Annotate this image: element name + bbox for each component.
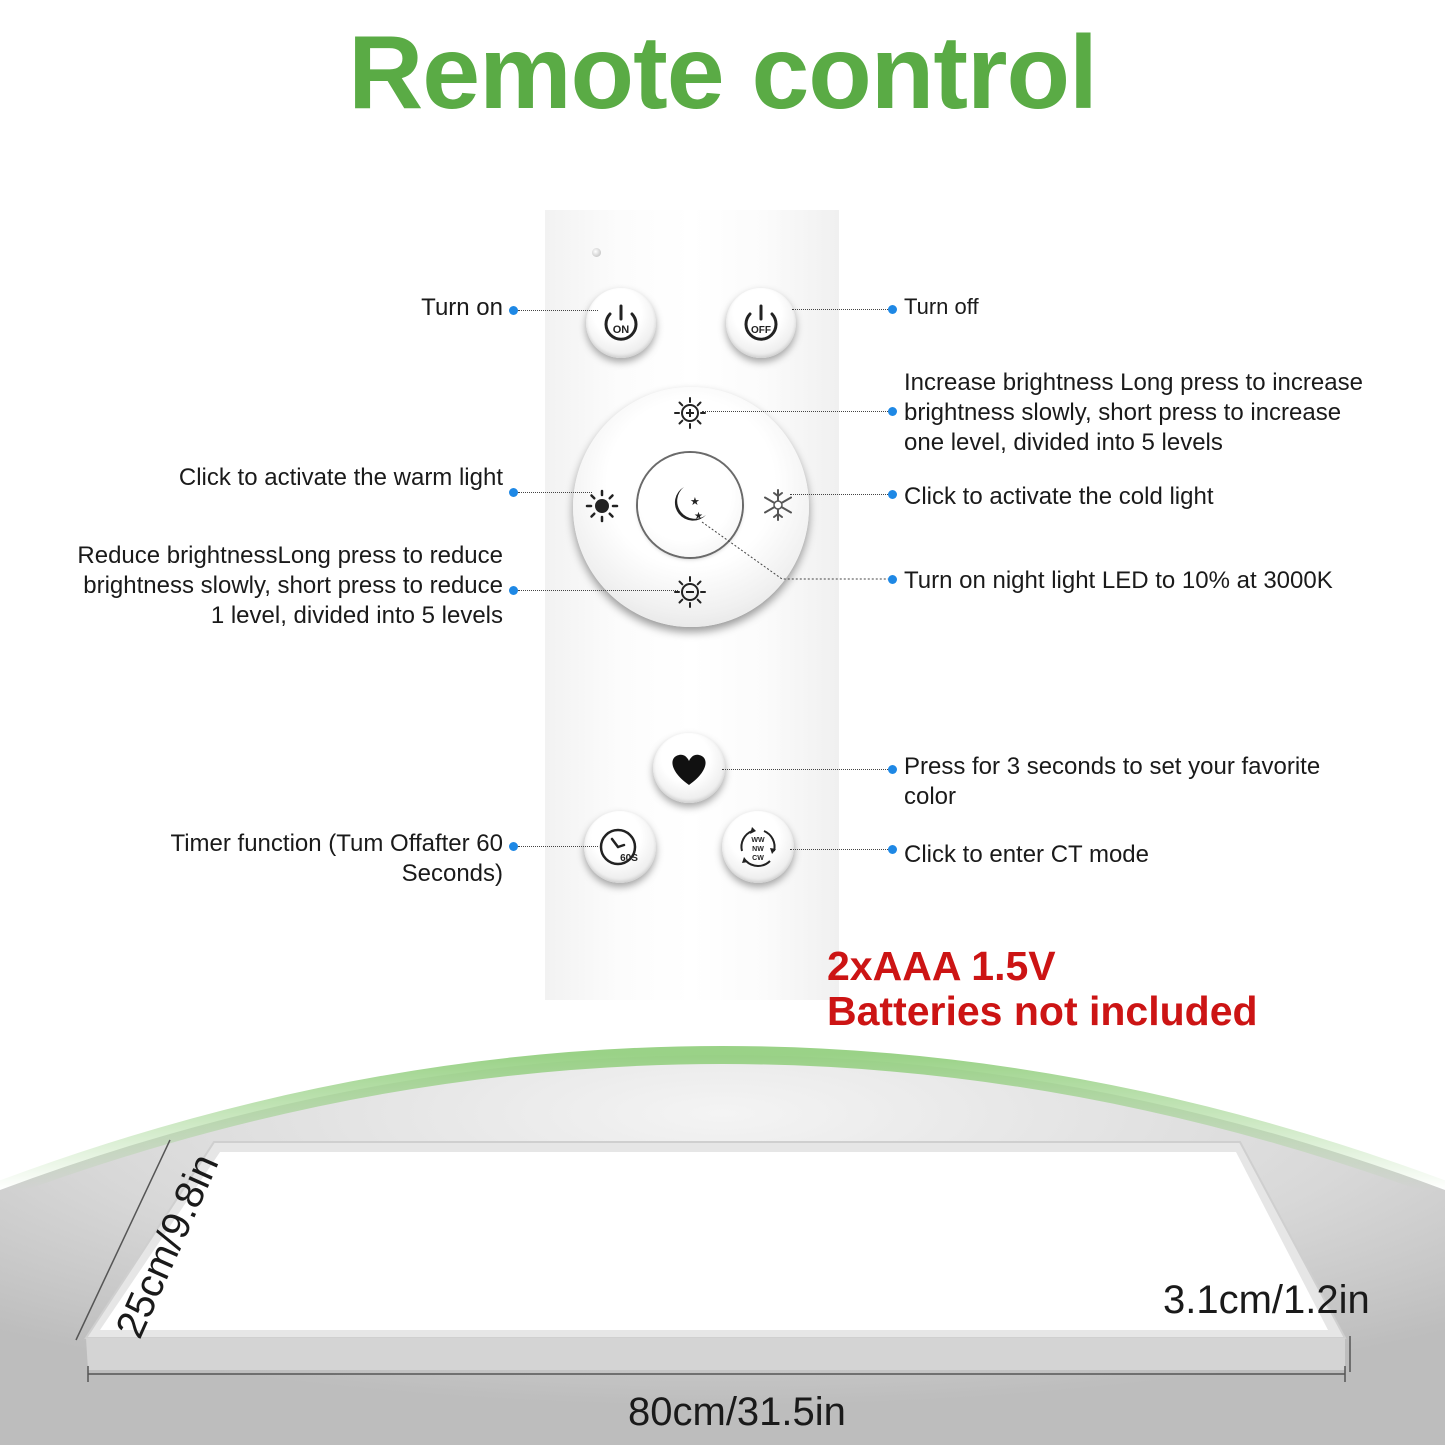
- label-increase-brightness: Increase brightness Long press to increa…: [904, 368, 1363, 458]
- sun-icon[interactable]: [585, 489, 619, 523]
- label-timer-line: Seconds): [401, 860, 503, 887]
- timer-button[interactable]: 60S: [584, 811, 656, 883]
- timer-button-text: 60S: [620, 853, 638, 864]
- svg-text:★: ★: [694, 511, 703, 522]
- timer-icon: 60S: [599, 828, 638, 866]
- ct-text-cw: CW: [752, 855, 764, 862]
- callout-line-reduce-brightness: [518, 590, 678, 591]
- label-reduce-brightness-line: 1 level, divided into 5 levels: [210, 602, 503, 629]
- dimension-line-width: [75, 1139, 171, 1341]
- label-increase-brightness-line: brightness slowly, short press to increa…: [904, 399, 1342, 426]
- svg-text:★: ★: [690, 495, 700, 508]
- panel-light-surface: [100, 1152, 1328, 1330]
- snowflake-icon[interactable]: [760, 487, 796, 523]
- battery-note-line-2: Batteries not included: [827, 988, 1258, 1034]
- label-reduce-brightness-line: Reduce brightnessLong press to reduce: [77, 542, 503, 569]
- callout-dot-turn-on: [509, 306, 518, 315]
- brightness-up-icon[interactable]: [673, 396, 707, 430]
- moon-stars-icon: ★ ★: [674, 487, 706, 522]
- on-button-text: ON: [613, 324, 630, 336]
- callout-line-ct-mode: [790, 849, 888, 850]
- battery-note: 2xAAA 1.5V Batteries not included: [827, 944, 1258, 1034]
- panel-light-illustration: [0, 1046, 1445, 1445]
- callout-dot-favorite-color: [888, 765, 897, 774]
- callout-line-increase-brightness: [702, 411, 888, 412]
- label-timer: Timer function (Tum Offafter 60 Seconds): [170, 829, 503, 889]
- label-warm-light: Click to activate the warm light: [178, 464, 503, 491]
- callout-line-timer: [518, 846, 598, 847]
- callout-line-warm-light: [518, 492, 592, 493]
- label-night-light: Turn on night light LED to 10% at 3000K: [904, 567, 1333, 594]
- label-increase-brightness-line: one level, divided into 5 levels: [904, 429, 1223, 456]
- label-cold-light: Click to activate the cold light: [904, 483, 1214, 510]
- label-favorite-color-line: Press for 3 seconds to set your favorite: [904, 753, 1321, 780]
- label-turn-off: Turn off: [904, 294, 979, 319]
- dimension-thickness: 3.1cm/1.2in: [1163, 1278, 1370, 1322]
- brightness-down-icon[interactable]: [673, 575, 707, 609]
- power-off-icon: OFF: [744, 304, 778, 341]
- callout-line-cold-light: [790, 494, 888, 495]
- callout-line-favorite-color: [722, 769, 888, 770]
- on-button[interactable]: ON: [586, 288, 656, 358]
- callout-line-turn-on: [518, 310, 598, 311]
- callout-dot-increase-brightness: [888, 407, 897, 416]
- callout-line-night-light: [701, 521, 888, 580]
- label-ct-mode: Click to enter CT mode: [904, 841, 1149, 868]
- label-turn-on: Turn on: [421, 294, 503, 321]
- callout-line-turn-off: [792, 309, 888, 310]
- dimension-length: 80cm/31.5in: [628, 1390, 846, 1434]
- night-light-button[interactable]: ★ ★: [638, 453, 742, 557]
- off-button-text: OFF: [751, 325, 771, 336]
- heart-icon: [672, 754, 706, 785]
- callout-dot-warm-light: [509, 488, 518, 497]
- off-button[interactable]: OFF: [726, 288, 796, 358]
- battery-note-line-1: 2xAAA 1.5V: [827, 943, 1056, 989]
- label-reduce-brightness-line: brightness slowly, short press to reduce: [83, 572, 503, 599]
- ct-mode-button[interactable]: WW NW CW: [722, 811, 794, 883]
- label-timer-line: Timer function (Tum Offafter 60: [170, 830, 503, 857]
- power-on-icon: ON: [604, 304, 638, 341]
- callout-dot-night-light: [888, 575, 897, 584]
- cycle-icon: WW NW CW: [740, 827, 776, 867]
- callout-dot-cold-light: [888, 490, 897, 499]
- label-favorite-color-line: color: [904, 783, 957, 810]
- callout-dot-timer: [509, 842, 518, 851]
- callout-dot-ct-mode: [888, 845, 897, 854]
- label-favorite-color: Press for 3 seconds to set your favorite…: [904, 752, 1320, 812]
- label-reduce-brightness: Reduce brightnessLong press to reduce br…: [77, 541, 503, 631]
- callout-dot-reduce-brightness: [509, 586, 518, 595]
- ct-text-ww: WW: [751, 837, 765, 844]
- page-title: Remote control: [348, 15, 1098, 131]
- panel-light-edge: [86, 1338, 1345, 1370]
- ct-text-nw: NW: [752, 846, 764, 853]
- indicator-led: [592, 248, 601, 257]
- favorite-button[interactable]: [653, 733, 725, 803]
- callout-dot-turn-off: [888, 305, 897, 314]
- label-increase-brightness-line: Increase brightness Long press to increa…: [904, 369, 1363, 396]
